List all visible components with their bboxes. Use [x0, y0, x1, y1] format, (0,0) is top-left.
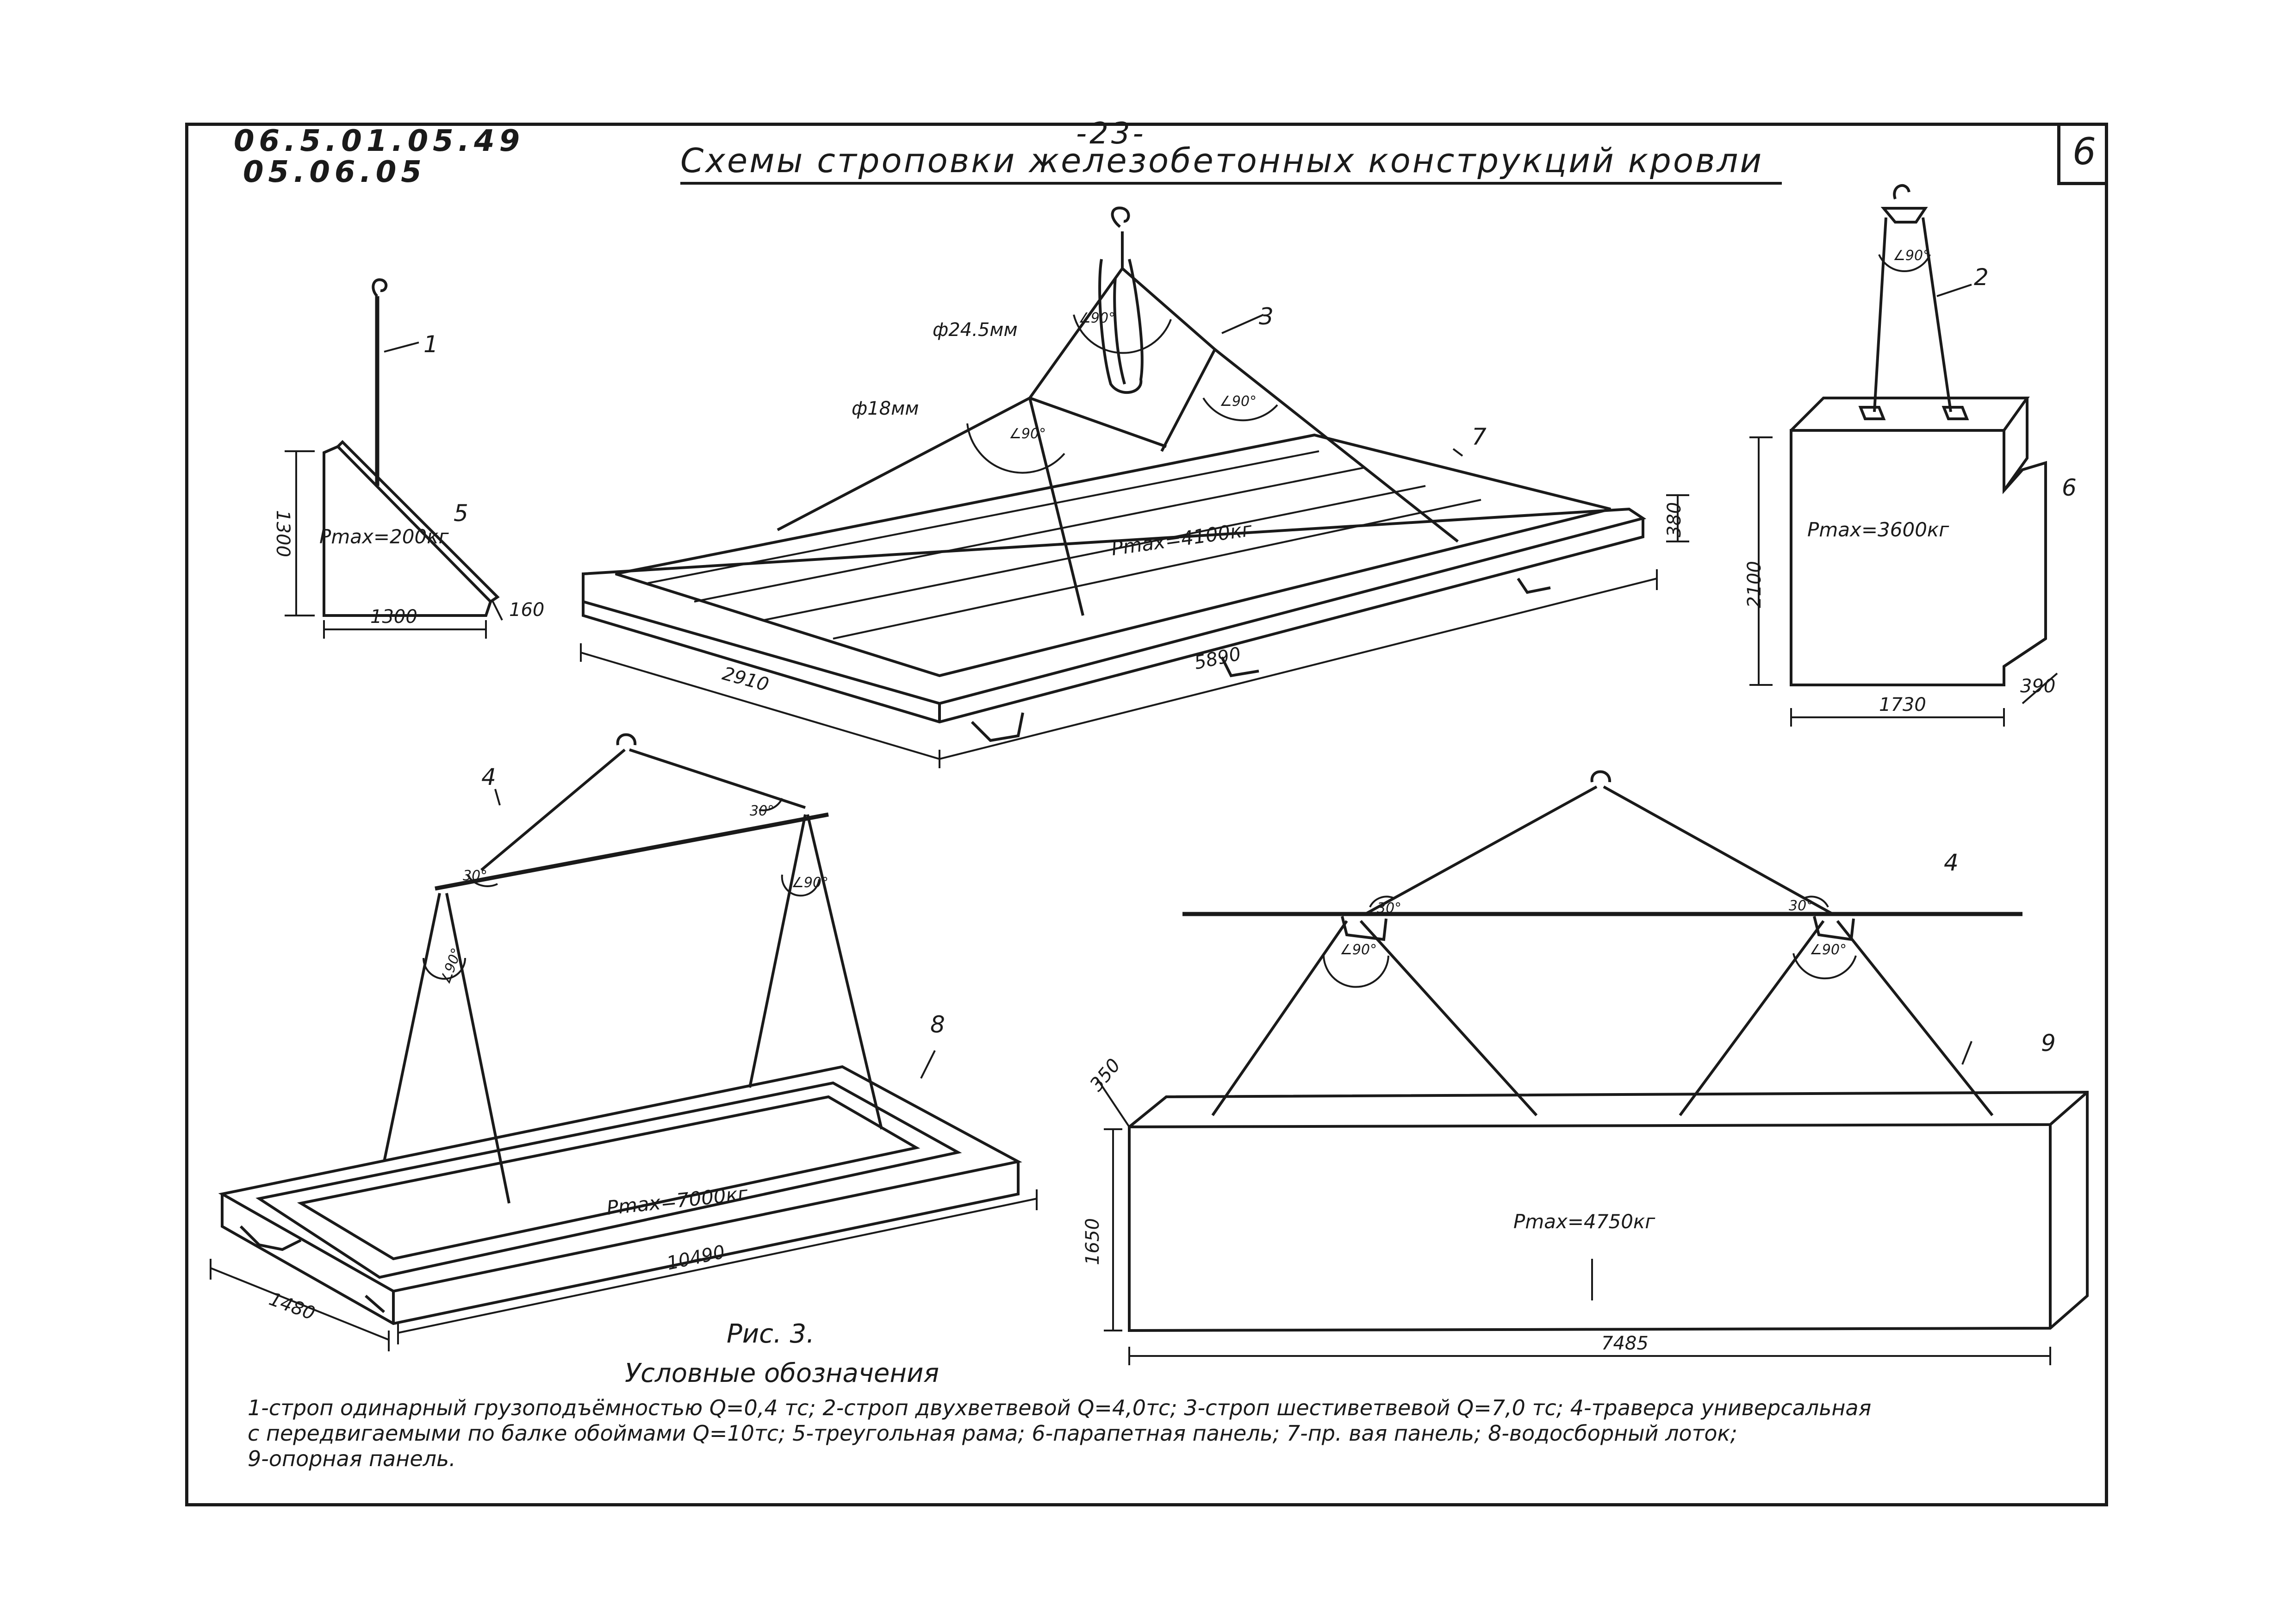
label-item-6: 6	[2062, 474, 2077, 501]
two-leg-sling	[1873, 184, 1972, 412]
label-item-8: 8	[930, 1011, 945, 1038]
dim-support-length: 7485	[1601, 1333, 1649, 1354]
label-item-5: 5	[454, 500, 468, 527]
sheet-number: 6	[2057, 123, 2108, 185]
rope-diameter-main: ф24.5мм	[933, 319, 1018, 341]
parapet-panel	[1749, 397, 2058, 727]
label-item-2: 2	[1974, 264, 1989, 291]
load-triangular-frame: Pmax=200кг	[319, 525, 449, 548]
six-leg-sling	[777, 206, 1463, 616]
rope-diameter-branch: ф18мм	[852, 398, 919, 419]
drawing-title: Схемы строповки железобетонных конструкц…	[680, 141, 1782, 185]
single-sling	[372, 278, 419, 486]
page-number: -23-	[1076, 117, 1146, 151]
traverse-left	[383, 733, 936, 1204]
legend-title: Условные обозначения	[625, 1358, 940, 1388]
load-parapet-panel: Pmax=3600кг	[1807, 518, 1949, 541]
angle-traverse-right-left: 30°	[1377, 900, 1402, 916]
angle-right-branch: ∠90°	[1220, 393, 1257, 410]
load-support-panel: Pmax=4750кг	[1513, 1210, 1655, 1233]
angle-top: ∠90°	[1078, 310, 1116, 326]
dim-support-height: 1650	[1082, 1218, 1103, 1265]
dim-frame-thickness: 160	[509, 599, 545, 621]
label-item-9: 9	[2041, 1030, 2056, 1057]
traverse-right	[1182, 770, 2022, 1117]
dim-frame-height: 1300	[272, 510, 293, 557]
legend-line-3: 9-опорная панель.	[248, 1446, 456, 1471]
angle-traverse-right-right: 30°	[1789, 898, 1814, 914]
angle-left-branch: ∠90°	[1009, 426, 1046, 442]
document-date: 05.06.05	[243, 155, 426, 189]
legend-line-2: с передвигаемыми по балке обоймами Q=10т…	[248, 1421, 1737, 1446]
dim-parapet-depth: 390	[2020, 676, 2056, 697]
angle-support-left-legs: ∠90°	[1340, 942, 1377, 958]
dim-roof-panel-height: 380	[1664, 502, 1686, 538]
document-code: 06.5.01.05.49	[234, 124, 525, 158]
support-panel	[1096, 1077, 2089, 1365]
angle-tray-right-legs: ∠90°	[791, 875, 829, 891]
roof-panel	[580, 433, 1689, 768]
label-item-4-left: 4	[481, 764, 496, 790]
legend-line-1: 1-строп одинарный грузоподъёмностью Q=0,…	[248, 1395, 1872, 1420]
dim-parapet-height: 2100	[1743, 561, 1765, 608]
label-item-4-right: 4	[1944, 849, 1959, 876]
dim-parapet-width: 1730	[1879, 694, 1926, 715]
label-item-1: 1	[423, 331, 438, 358]
gutter-tray	[210, 1065, 1038, 1351]
triangular-frame	[285, 440, 503, 639]
drawing-frame	[185, 123, 2108, 1506]
angle-traverse-left-right: 30°	[750, 803, 775, 819]
dim-frame-width: 1300	[370, 606, 417, 628]
label-item-3: 3	[1259, 303, 1274, 330]
figure-caption: Рис. 3.	[727, 1319, 815, 1349]
label-item-7: 7	[1472, 423, 1487, 450]
angle-traverse-left-left: 30°	[463, 868, 488, 884]
angle-parapet-sling: ∠90°	[1893, 248, 1930, 264]
angle-support-right-legs: ∠90°	[1810, 942, 1847, 958]
